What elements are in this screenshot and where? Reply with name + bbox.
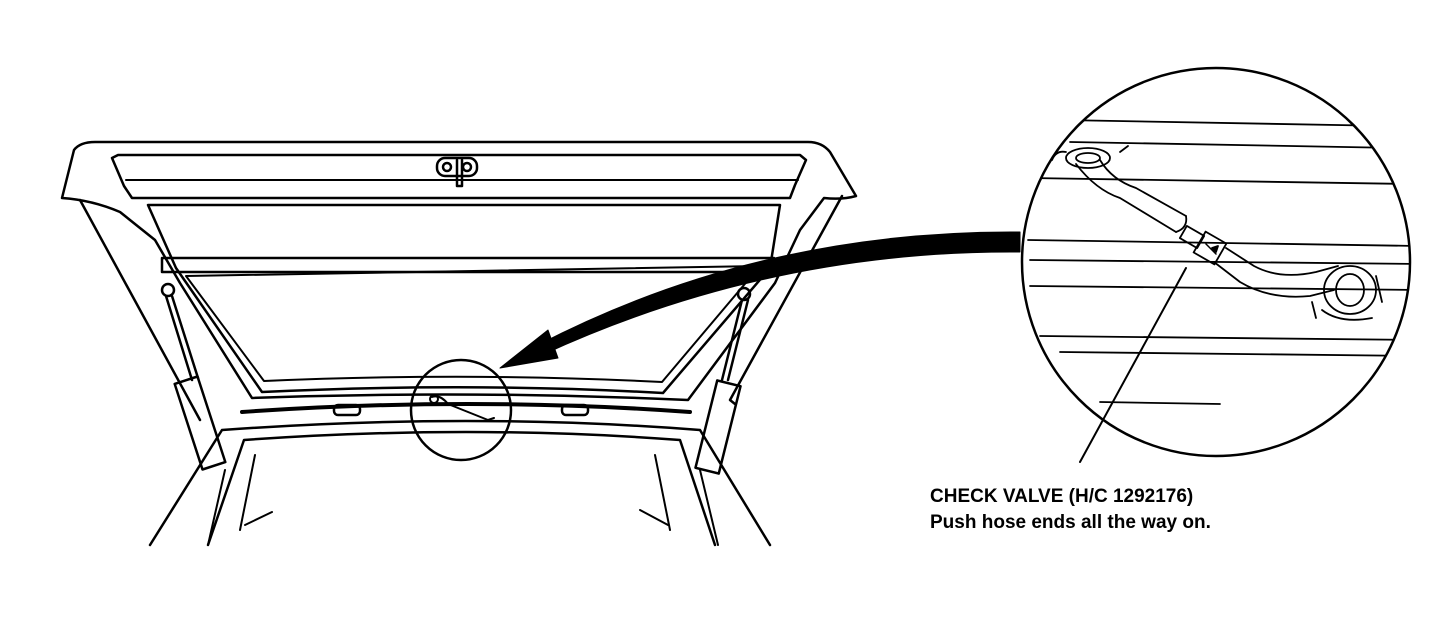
strut-left <box>160 282 227 471</box>
tailgate-outer-shell <box>60 140 858 402</box>
magnified-check-valve-icon <box>1020 66 1412 463</box>
hose-grommet-small <box>429 394 439 404</box>
washer-hose-small <box>431 395 495 421</box>
curved-pointer-arrow-icon <box>499 231 1021 369</box>
tailgate <box>60 140 858 462</box>
magnifier-circle <box>409 358 513 462</box>
leader-line <box>1079 267 1187 463</box>
detail-circle-border <box>1020 66 1412 458</box>
sill-bump-right <box>560 403 590 417</box>
check-valve-callout: CHECK VALVE (H/C 1292176) Push hose ends… <box>930 484 1211 536</box>
tailgate-inner-trim <box>110 153 808 200</box>
sill-bump-left <box>332 403 362 417</box>
tailgate-sill <box>240 402 692 414</box>
callout-instruction: Push hose ends all the way on. <box>930 512 1211 533</box>
rear-window-glass <box>185 265 761 383</box>
callout-title: CHECK VALVE (H/C 1292176) <box>930 486 1194 507</box>
strut-right <box>694 286 752 475</box>
vehicle-body <box>78 194 844 547</box>
tailgate-latch <box>435 156 479 188</box>
spoiler-bar <box>160 256 776 274</box>
rear-window-frame <box>146 203 782 395</box>
